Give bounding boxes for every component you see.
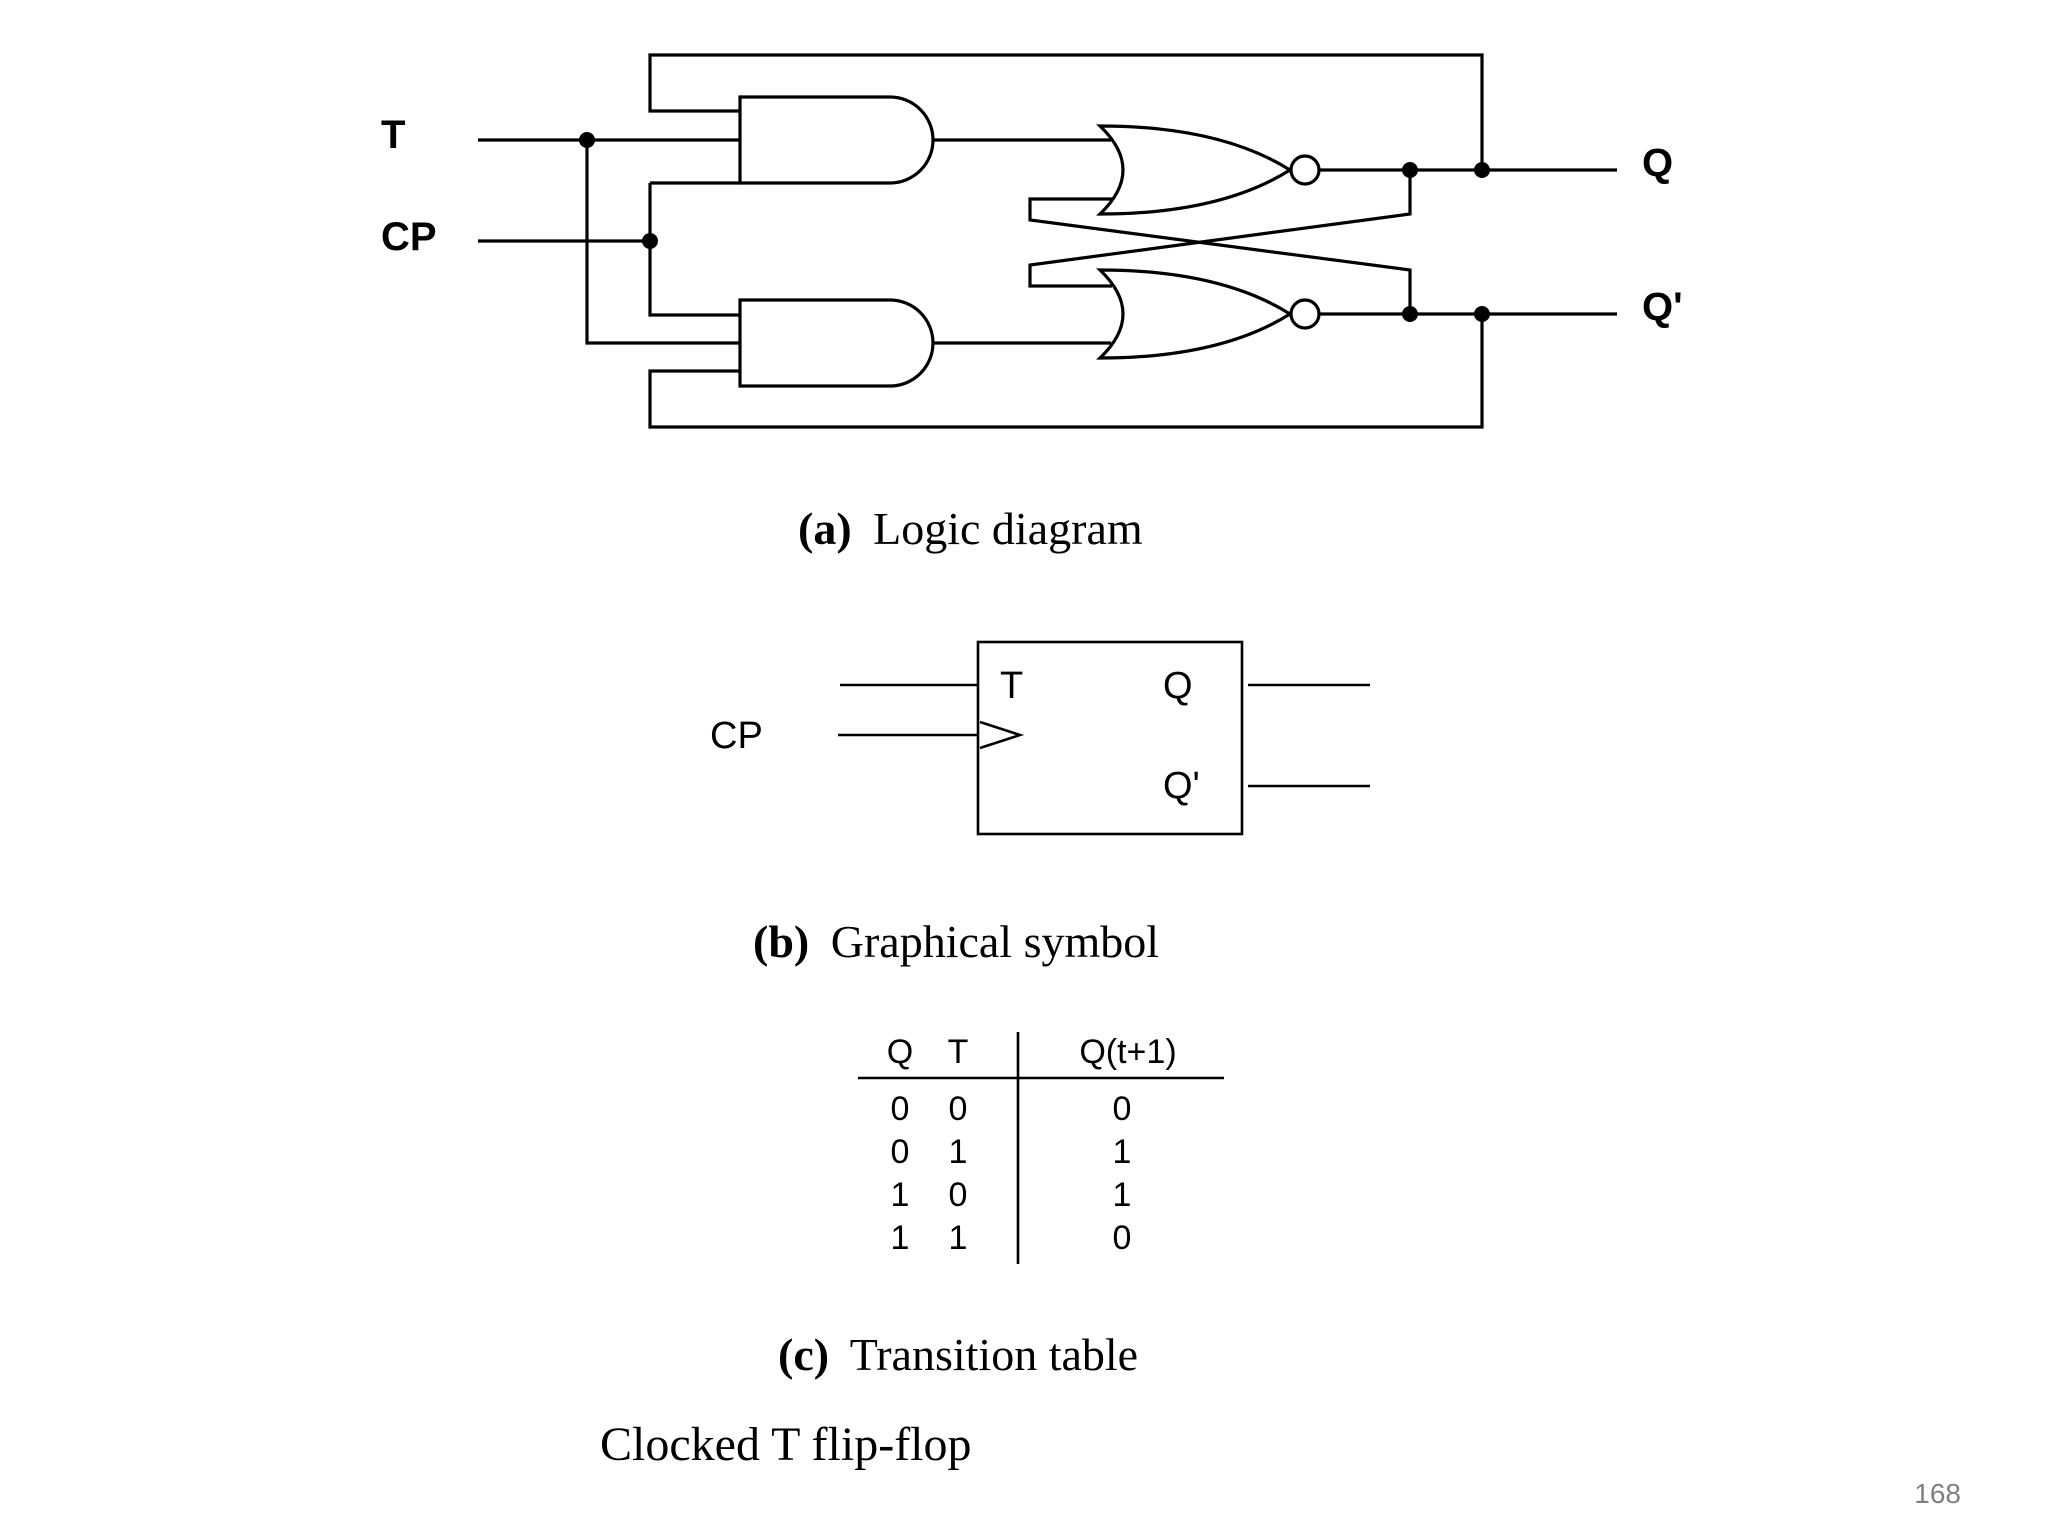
t-to-lower-and-wire: [585, 140, 740, 345]
graphical-symbol: CP T Q Q' (b) Graphical symbol: [710, 640, 1370, 967]
t-junction: [579, 132, 595, 148]
top-feedback-wire: [648, 53, 1484, 170]
table-cell: 1: [949, 1219, 968, 1257]
slide-title: Clocked T flip-flop: [600, 1418, 972, 1471]
symbol-caption-text: Graphical symbol: [831, 916, 1159, 967]
table-cell: 1: [891, 1176, 910, 1214]
table-cell: 1: [949, 1133, 968, 1171]
page-number: 168: [1914, 1478, 1961, 1509]
table-header-q: Q: [887, 1033, 913, 1071]
cp-junction: [642, 233, 658, 249]
q-junction-2: [1474, 162, 1490, 178]
table-header-qnext: Q(t+1): [1079, 1033, 1176, 1071]
table-cell: 0: [1113, 1219, 1132, 1257]
symbol-t-pin: T: [1000, 665, 1023, 707]
lower-nor-bubble: [1289, 298, 1321, 330]
table-cell: 1: [1113, 1176, 1132, 1214]
table-row: 1 1 0: [891, 1219, 1132, 1257]
input-t-label: T: [381, 113, 405, 157]
upper-nor-bubble: [1289, 154, 1321, 186]
logic-diagram-caption-text: Logic diagram: [873, 503, 1143, 554]
output-qn-label: Q': [1642, 285, 1683, 329]
table-cell: 1: [1113, 1133, 1132, 1171]
qn-junction-2: [1474, 306, 1490, 322]
table-row: 0 0 0: [891, 1090, 1132, 1128]
qn-cross-feedback-wire: [1028, 197, 1412, 314]
logic-diagram-caption-label: (a): [798, 503, 852, 554]
table-caption-label: (c): [778, 1329, 829, 1380]
table-header-t: T: [948, 1033, 969, 1071]
table-cell: 0: [1113, 1090, 1132, 1128]
upper-and-gate: [738, 95, 935, 185]
table-row: 1 0 1: [891, 1176, 1132, 1214]
clock-triangle: [979, 720, 1025, 750]
table-cell: 0: [891, 1133, 910, 1171]
logic-diagram: T CP Q Q': [381, 53, 1683, 554]
table-row: 0 1 1: [891, 1133, 1132, 1171]
symbol-caption-label: (b): [753, 916, 809, 967]
input-cp-label: CP: [381, 215, 437, 259]
symbol-caption: (b) Graphical symbol: [753, 916, 1159, 967]
bottom-feedback-wire: [648, 314, 1484, 429]
lower-nor-gate: [1096, 268, 1294, 360]
table-caption: (c) Transition table: [778, 1329, 1138, 1380]
transition-table: Q T Q(t+1) 0 0 0 0 1 1 1 0 1 1 1 0 (c) T…: [778, 1032, 1224, 1380]
flip-flop-box: [976, 640, 1244, 836]
table-caption-text: Transition table: [850, 1329, 1138, 1380]
table-cell: 1: [891, 1219, 910, 1257]
symbol-cp-label: CP: [710, 715, 763, 757]
q-cross-feedback-wire: [1028, 170, 1412, 288]
table-cell: 0: [891, 1090, 910, 1128]
table-cell: 0: [949, 1090, 968, 1128]
cp-distribution-wire: [648, 183, 740, 317]
output-q-label: Q: [1642, 141, 1673, 185]
logic-diagram-caption: (a) Logic diagram: [798, 503, 1143, 554]
table-cell: 0: [949, 1176, 968, 1214]
upper-nor-gate: [1096, 124, 1294, 216]
symbol-qn-pin: Q': [1163, 765, 1200, 807]
lower-and-gate: [738, 298, 935, 388]
symbol-q-pin: Q: [1163, 665, 1193, 707]
